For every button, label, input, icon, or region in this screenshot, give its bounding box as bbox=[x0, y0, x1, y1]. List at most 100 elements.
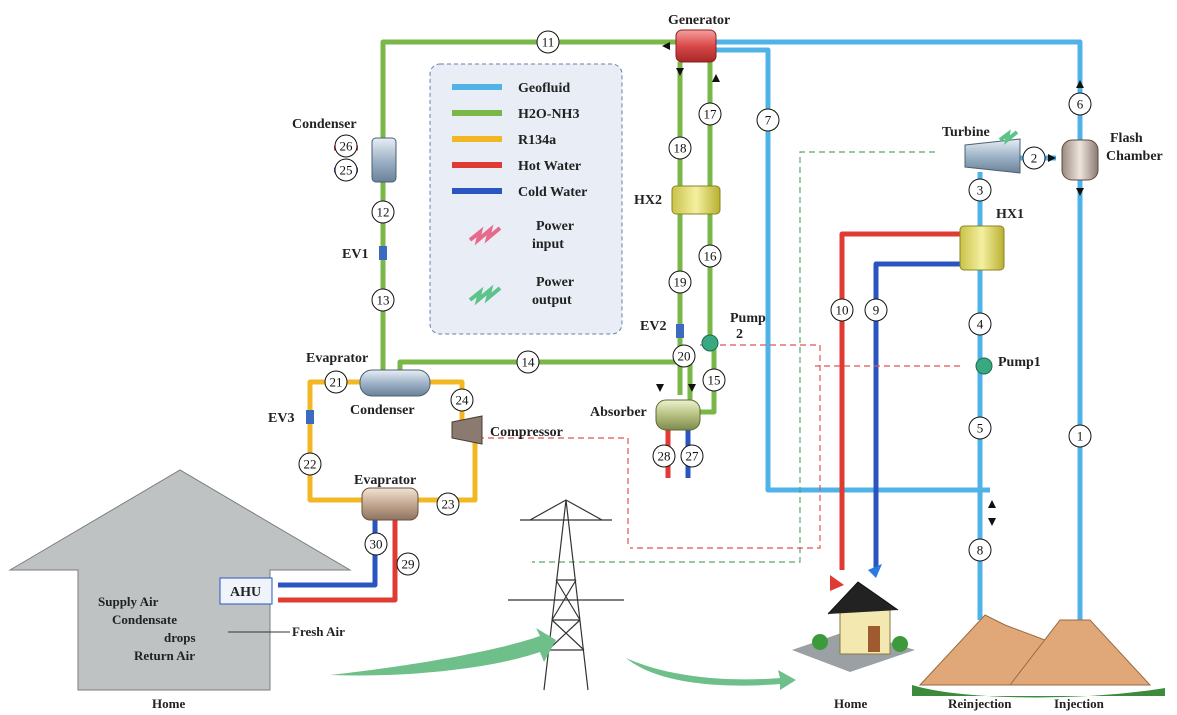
reinjection-label: Reinjection bbox=[948, 696, 1012, 711]
legend-swatch-geofluid bbox=[452, 84, 502, 90]
ev3-label: EV3 bbox=[268, 411, 294, 426]
power-lines bbox=[478, 151, 960, 563]
flash-label-2: Chamber bbox=[1106, 149, 1163, 164]
state-1: 1 bbox=[1068, 424, 1092, 448]
svg-text:27: 27 bbox=[686, 449, 700, 464]
state-11: 11 bbox=[536, 30, 560, 54]
state-16: 16 bbox=[698, 244, 722, 268]
home-left-shape bbox=[8, 469, 352, 691]
home-left-label: Home bbox=[152, 696, 185, 711]
state-5: 5 bbox=[968, 416, 992, 440]
supply-air-label: Supply Air bbox=[98, 594, 159, 609]
pipe-29 bbox=[278, 520, 398, 603]
state-24: 24 bbox=[450, 388, 474, 412]
svg-text:30: 30 bbox=[370, 537, 383, 552]
state-18: 18 bbox=[668, 136, 692, 160]
pump2-label-1: Pump bbox=[730, 311, 766, 326]
state-21: 21 bbox=[324, 370, 348, 394]
state-14: 14 bbox=[516, 350, 540, 374]
svg-text:10: 10 bbox=[836, 303, 849, 318]
svg-text:7: 7 bbox=[765, 113, 772, 128]
turbine-power-icon bbox=[998, 129, 1019, 145]
legend-power-output-1: Power bbox=[536, 275, 574, 290]
evaporator-condenser bbox=[359, 369, 431, 397]
svg-text:23: 23 bbox=[442, 497, 455, 512]
compressor-label: Compressor bbox=[490, 425, 563, 440]
home-right-label: Home bbox=[834, 696, 867, 711]
svg-text:9: 9 bbox=[873, 303, 880, 318]
svg-text:6: 6 bbox=[1077, 97, 1084, 112]
condenser-mid-label: Condenser bbox=[350, 403, 415, 418]
svg-text:13: 13 bbox=[377, 293, 390, 308]
state-25: 25 bbox=[334, 158, 358, 182]
condenser-top: Condenser bbox=[292, 117, 397, 183]
turbine-label: Turbine bbox=[942, 125, 990, 140]
state-13: 13 bbox=[371, 288, 395, 312]
pump1-label: Pump1 bbox=[998, 355, 1041, 370]
injection-label: Injection bbox=[1054, 696, 1105, 711]
flash-chamber bbox=[1061, 139, 1099, 181]
ahu-box bbox=[219, 577, 273, 605]
ev1-valve bbox=[379, 246, 387, 260]
generator-label: Generator bbox=[668, 13, 730, 28]
state-15: 15 bbox=[702, 368, 726, 392]
arrow-to-home-left bbox=[330, 628, 556, 676]
legend-swatch-r134a bbox=[452, 136, 502, 142]
ahu-label: AHU bbox=[230, 585, 261, 600]
hx1-label: HX1 bbox=[996, 207, 1024, 222]
svg-text:18: 18 bbox=[674, 141, 687, 156]
svg-text:1: 1 bbox=[1077, 429, 1084, 444]
fresh-air-label: Fresh Air bbox=[292, 624, 345, 639]
turbine bbox=[964, 138, 1021, 174]
pipe-23 bbox=[418, 430, 478, 503]
condenser-top-label: Condenser bbox=[292, 117, 357, 132]
legend-geofluid: Geofluid bbox=[518, 81, 570, 96]
state-8: 8 bbox=[968, 538, 992, 562]
flash-label-1: Flash bbox=[1110, 131, 1143, 146]
pump2-icon bbox=[701, 334, 719, 352]
legend-swatch-cold bbox=[452, 188, 502, 194]
legend-swatch-ammonia bbox=[452, 110, 502, 116]
state-3: 3 bbox=[968, 178, 992, 202]
home-right bbox=[792, 564, 915, 672]
state-17: 17 bbox=[698, 102, 722, 126]
absorber bbox=[655, 399, 701, 431]
svg-text:26: 26 bbox=[340, 139, 354, 154]
pump1-icon bbox=[975, 357, 993, 375]
ev2-label: EV2 bbox=[640, 319, 666, 334]
svg-text:21: 21 bbox=[330, 375, 343, 390]
pipe-geo-7 bbox=[712, 47, 990, 493]
mountains bbox=[912, 614, 1165, 698]
state-markers: 1 2 3 4 5 6 7 8 9 10 11 12 13 14 15 16 1… bbox=[298, 30, 1092, 576]
hx1 bbox=[959, 225, 1005, 271]
state-26: 26 bbox=[334, 134, 358, 158]
legend-r134a: R134a bbox=[518, 133, 556, 148]
state-27: 27 bbox=[680, 444, 704, 468]
legend-power-input-2: input bbox=[532, 237, 564, 252]
ev3-valve bbox=[306, 410, 314, 424]
legend-power-output-2: output bbox=[532, 293, 572, 308]
state-12: 12 bbox=[371, 200, 395, 224]
legend-swatch-hot bbox=[452, 162, 502, 168]
svg-text:17: 17 bbox=[704, 107, 718, 122]
svg-text:25: 25 bbox=[340, 163, 353, 178]
pipe-9 bbox=[873, 261, 960, 570]
hx2 bbox=[671, 185, 721, 215]
state-23: 23 bbox=[436, 492, 460, 516]
ev2-valve bbox=[676, 324, 684, 338]
condensate-label-2: drops bbox=[164, 630, 196, 645]
evaporator-bottom-label: Evaprator bbox=[354, 473, 416, 488]
svg-text:3: 3 bbox=[977, 183, 984, 198]
ev1-label: EV1 bbox=[342, 247, 368, 262]
legend-hot: Hot Water bbox=[518, 159, 581, 174]
generator: Generator bbox=[668, 13, 730, 63]
svg-text:20: 20 bbox=[678, 349, 691, 364]
legend-cold: Cold Water bbox=[518, 185, 587, 200]
transmission-tower bbox=[508, 499, 624, 691]
state-9: 9 bbox=[864, 298, 888, 322]
condensate-label-1: Condensate bbox=[112, 612, 177, 627]
hx2-label: HX2 bbox=[634, 193, 662, 208]
state-2: 2 bbox=[1022, 146, 1046, 170]
